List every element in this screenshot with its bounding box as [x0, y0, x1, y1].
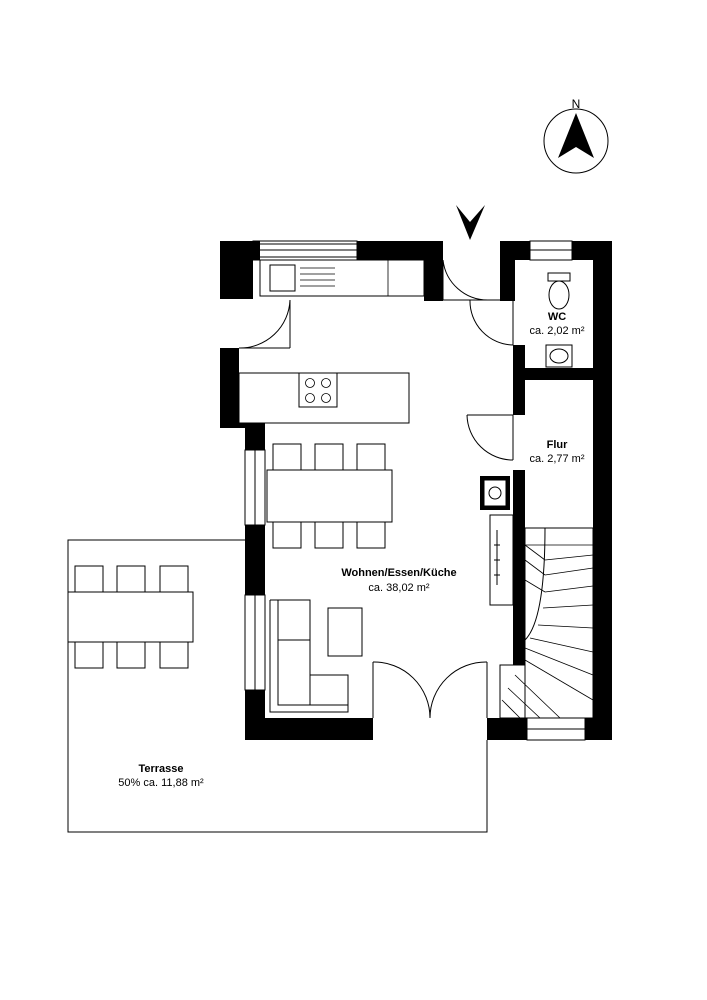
entrance-arrow-icon: [456, 205, 485, 240]
room-name: Wohnen/Essen/Küche: [341, 567, 456, 579]
north-arrow-icon: N: [543, 97, 609, 174]
terrace-table: [67, 565, 194, 669]
compass-label: N: [572, 97, 581, 111]
room-area: 50% ca. 11,88 m²: [118, 777, 204, 789]
kitchen-counter: [259, 259, 425, 297]
toilet-icon: [547, 272, 571, 310]
room-label-flur: Flur ca. 2,77 m²: [529, 439, 584, 465]
door-swing-icon: [238, 259, 514, 719]
room-area: ca. 2,02 m²: [529, 325, 584, 337]
room-area: ca. 38,02 m²: [368, 582, 429, 594]
dining-table: [266, 443, 393, 549]
room-label-terrasse: Terrasse 50% ca. 11,88 m²: [118, 763, 204, 789]
exterior-walls: [220, 241, 612, 740]
sink-icon: [545, 344, 573, 368]
staircase-icon: [499, 527, 594, 719]
room-name: Terrasse: [138, 763, 183, 775]
room-name: WC: [548, 311, 566, 323]
room-label-wc: WC ca. 2,02 m²: [529, 311, 584, 337]
sofa: [269, 599, 363, 713]
coat-rack: [489, 514, 514, 606]
room-area: ca. 2,77 m²: [529, 453, 584, 465]
room-label-wohnen: Wohnen/Essen/Küche ca. 38,02 m²: [341, 567, 456, 594]
stove-icon: [238, 372, 410, 424]
terrace-outline: [67, 539, 488, 833]
room-name: Flur: [547, 439, 568, 451]
